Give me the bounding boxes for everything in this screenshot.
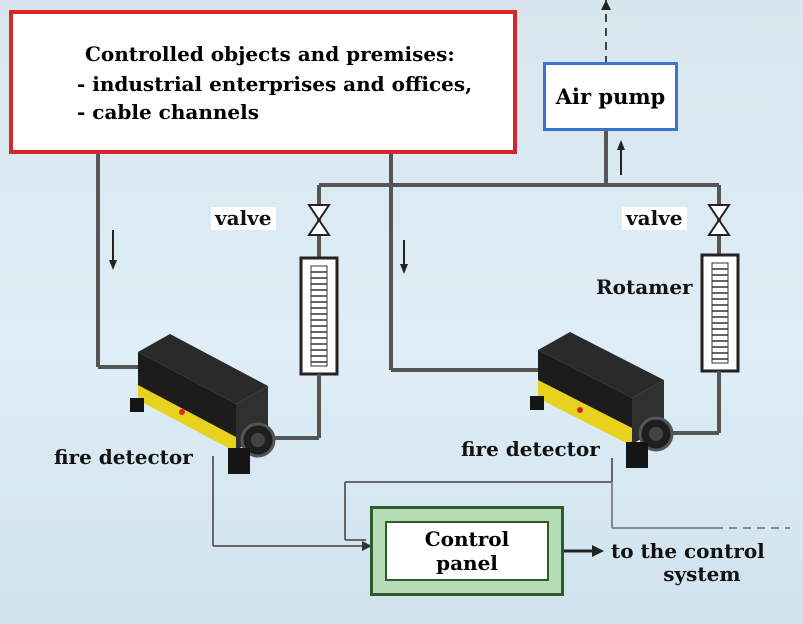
- controlled-objects-box: Controlled objects and premises: - indus…: [9, 10, 517, 154]
- right-valve-icon-lower: [707, 218, 731, 236]
- right-rotameter-scale: [711, 262, 729, 364]
- objects-title: Controlled objects and premises:: [85, 42, 455, 66]
- control-panel-box: Control panel: [370, 506, 564, 596]
- output-label: to the control system: [611, 540, 765, 586]
- control-panel-label-line1: Control: [424, 527, 510, 551]
- left-valve-icon-lower: [307, 218, 331, 236]
- air-pump-box: Air pump: [543, 62, 678, 131]
- right-flow-arrow-icon: [400, 264, 408, 274]
- objects-item-enterprises: - industrial enterprises and offices,: [77, 72, 473, 96]
- right-fire-detector-device: [530, 332, 674, 468]
- control-panel-label-line2: panel: [436, 551, 498, 575]
- left-flow-arrow-icon: [109, 260, 117, 270]
- left-fire-detector-device: [130, 334, 276, 474]
- right-fire-detector-label: fire detector: [461, 437, 600, 461]
- output-arrow-icon: [592, 545, 604, 557]
- output-label-line2: system: [663, 562, 741, 586]
- left-valve-icon: [307, 204, 331, 222]
- rotamer-label: Rotamer: [596, 275, 693, 299]
- air-pump-label: Air pump: [555, 84, 666, 109]
- right-valve-icon: [707, 204, 731, 222]
- left-valve-label: valve: [211, 207, 276, 230]
- exhaust-arrow-icon: [601, 0, 611, 10]
- control-panel-inner: Control panel: [385, 521, 549, 581]
- up-flow-arrow-icon: [617, 140, 625, 150]
- objects-item-cable-channels: - cable channels: [77, 100, 260, 124]
- left-signal-arrow-icon: [362, 541, 372, 551]
- output-label-line1: to the control: [611, 539, 765, 563]
- left-rotameter-scale: [310, 265, 328, 367]
- left-fire-detector-label: fire detector: [54, 445, 193, 469]
- right-valve-label: valve: [622, 207, 687, 230]
